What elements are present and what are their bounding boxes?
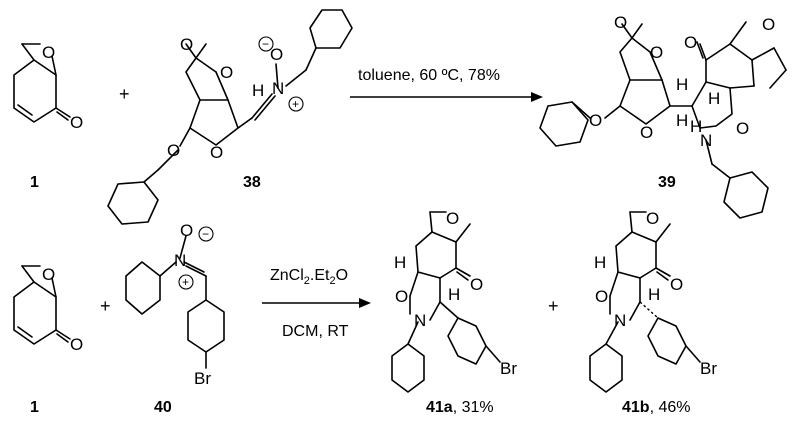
atom-br-40: Br xyxy=(194,369,211,388)
atom-n-40: N xyxy=(174,251,186,270)
atom-h2-41b: H xyxy=(648,285,660,304)
plus-sign-2: + xyxy=(100,296,111,316)
atom-h1-41a: H xyxy=(394,253,406,272)
atom-o-carbonyl-41a: O xyxy=(470,275,483,294)
atom-o-nitrone: O xyxy=(270,45,283,64)
atom-h: H xyxy=(252,81,264,100)
conditions-2-top: ZnCl2.Et2O xyxy=(270,267,348,287)
compound-label-41b: 41b, 46% xyxy=(622,399,691,416)
atom-o-bridge-41b: O xyxy=(646,209,659,228)
atom-n-41b: N xyxy=(614,311,626,330)
compound-40-structure: N O Br − + xyxy=(125,221,225,388)
compound-1-top-structure: O O xyxy=(13,43,83,132)
atom-h1: H xyxy=(676,75,688,94)
atom-h3: H xyxy=(676,111,688,130)
compound-label-40: 40 xyxy=(154,399,172,416)
charge-minus-label-40: − xyxy=(202,227,209,241)
conditions-2-bottom: DCM, RT xyxy=(282,323,349,340)
atom-h1-41b: H xyxy=(594,253,606,272)
charge-plus-icon-40 xyxy=(178,274,194,290)
charge-minus-icon xyxy=(258,36,274,52)
atom-h4: H xyxy=(690,117,702,136)
atom-br-41b: Br xyxy=(700,359,717,378)
atom-o-bridge-2: O xyxy=(42,265,55,284)
charge-plus-label: + xyxy=(292,97,299,111)
atom-o-bridge-41a: O xyxy=(446,209,459,228)
atom-o-40: O xyxy=(180,221,193,240)
compound-label-38: 38 xyxy=(243,174,261,191)
atom-o-ring: O xyxy=(640,123,653,142)
compound-label-1-top: 1 xyxy=(30,174,39,191)
atom-o-isox-41b: O xyxy=(595,287,608,306)
atom-br-41a: Br xyxy=(500,359,517,378)
conditions-1: toluene, 60 ºC, 78% xyxy=(358,67,500,84)
charge-minus-label: − xyxy=(262,37,269,51)
atom-o-benzyl: O xyxy=(589,111,602,130)
atom-h2: H xyxy=(708,89,720,108)
atom-o4: O xyxy=(167,141,180,160)
atom-o-bridge: O xyxy=(762,15,775,34)
compound-38-structure: O O O O H N O − + xyxy=(107,9,353,225)
compound-41b-structure: O O O N Br H H xyxy=(589,209,717,393)
reaction-arrow-1 xyxy=(350,92,543,102)
atom-o3: O xyxy=(210,143,223,162)
compound-41a-structure: O O O N Br H H xyxy=(391,209,517,393)
atom-o2: O xyxy=(220,63,233,82)
atom-o-acetal2: O xyxy=(650,43,663,62)
atom-n: N xyxy=(272,79,284,98)
atom-o-bridge: O xyxy=(42,43,55,62)
atom-o-acetal1: O xyxy=(614,13,627,32)
reaction-arrow-2 xyxy=(262,298,371,308)
atom-h2-41a: H xyxy=(448,285,460,304)
atom-o-carbonyl-41b: O xyxy=(670,275,683,294)
atom-o-isox: O xyxy=(736,119,749,138)
compound-label-1-bottom: 1 xyxy=(30,399,39,416)
atom-n: N xyxy=(700,131,712,150)
plus-sign-1: + xyxy=(119,84,130,104)
compound-label-39: 39 xyxy=(658,174,676,191)
compound-1-bottom-structure: O O xyxy=(13,265,83,354)
atom-o-carbonyl: O xyxy=(684,33,697,52)
atom-o1: O xyxy=(180,35,193,54)
compound-label-41a: 41a, 31% xyxy=(426,399,494,416)
atom-o-carbonyl: O xyxy=(70,113,83,132)
charge-plus-label-40: + xyxy=(182,275,189,289)
atom-n-41a: N xyxy=(414,311,426,330)
plus-sign-3: + xyxy=(548,296,559,316)
atom-o-isox-41a: O xyxy=(395,287,408,306)
atom-o-carbonyl-2: O xyxy=(70,335,83,354)
charge-plus-icon xyxy=(288,96,304,112)
charge-minus-icon-40 xyxy=(198,226,214,242)
compound-39-structure: O O O O O O O N H H H H xyxy=(539,13,787,219)
